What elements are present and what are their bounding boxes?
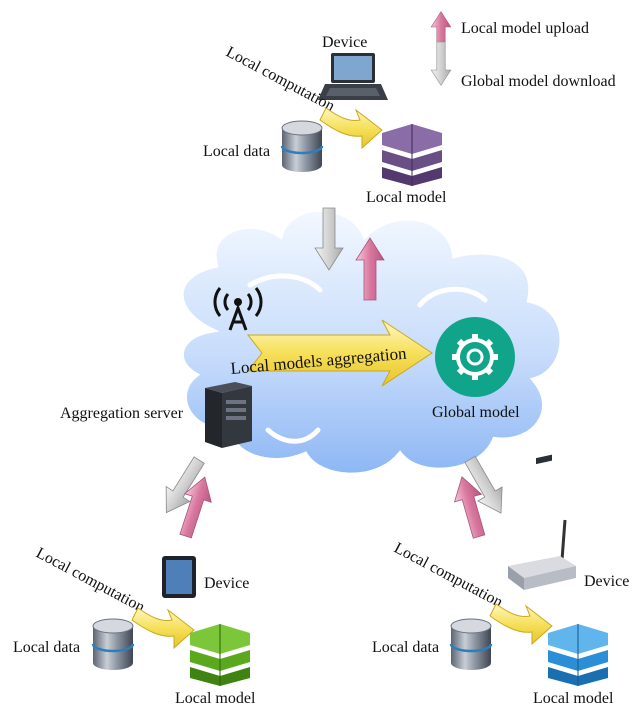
top-data-label: Local data xyxy=(203,143,270,160)
top-model-icon xyxy=(382,124,442,186)
left-database-icon xyxy=(91,618,135,670)
left-computation-arrow xyxy=(131,607,195,650)
left-data-label: Local data xyxy=(13,639,80,656)
top-client: Device Local computation Local data Loca… xyxy=(203,34,447,206)
left-model-icon xyxy=(190,624,250,686)
legend: Local model upload Global model download xyxy=(430,11,616,90)
laptop-icon xyxy=(318,53,388,100)
right-database-icon xyxy=(449,618,493,670)
left-device-label: Device xyxy=(204,575,249,592)
server-icon xyxy=(205,382,252,448)
right-device-label: Device xyxy=(584,573,629,590)
left-computation-label: Local computation xyxy=(33,545,147,617)
legend-upload-label: Local model upload xyxy=(461,20,589,37)
right-model-label: Local model xyxy=(533,690,614,707)
router-icon xyxy=(508,454,576,590)
legend-download-label: Global model download xyxy=(461,73,616,90)
top-computation-label: Local computation xyxy=(223,44,337,116)
gear-icon xyxy=(435,317,515,397)
left-client: Device Local computation Local data Loca… xyxy=(13,545,256,707)
top-computation-arrow xyxy=(319,107,383,150)
download-legend-arrow xyxy=(430,41,452,86)
top-model-label: Local model xyxy=(366,189,447,206)
tablet-icon xyxy=(162,556,196,598)
top-database-icon xyxy=(280,120,324,172)
aggregation-arrow xyxy=(246,319,433,387)
left-model-label: Local model xyxy=(175,690,256,707)
right-data-label: Local data xyxy=(372,639,439,656)
right-computation-arrow xyxy=(489,603,553,646)
right-model-icon xyxy=(548,624,608,686)
top-device-label: Device xyxy=(322,34,367,51)
global-model-label: Global model xyxy=(432,404,520,421)
right-computation-label: Local computation xyxy=(391,540,505,612)
server-label: Aggregation server xyxy=(60,405,184,422)
